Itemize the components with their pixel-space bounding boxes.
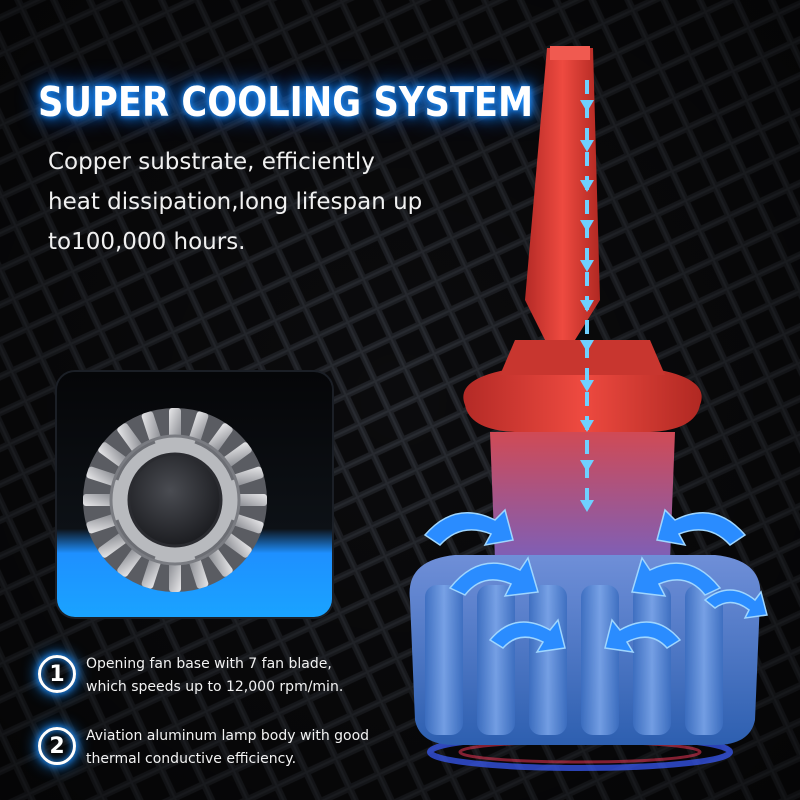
feature-text-line: thermal conductive efficiency. (86, 751, 297, 767)
description-line: heat dissipation,long lifespan up (48, 189, 423, 215)
fan-base-closeup-icon (83, 408, 267, 592)
bulb-flange (463, 370, 702, 432)
feature-text-line: Opening fan base with 7 fan blade, (86, 656, 332, 672)
feature-text-line: which speeds up to 12,000 rpm/min. (86, 679, 344, 695)
feature-lamp-body: 2 Aviation aluminum lamp body with good … (38, 725, 418, 785)
connector-tab (525, 48, 600, 340)
feature-text: Opening fan base with 7 fan blade, which… (86, 653, 426, 699)
airflow-arrow-icon (423, 508, 768, 653)
feature-text-line: Aviation aluminum lamp body with good (86, 728, 370, 744)
feature-number-badge: 1 (38, 655, 76, 693)
led-bulb-icon (409, 46, 768, 771)
bulb-neck (490, 432, 675, 560)
feature-fan-base: 1 Opening fan base with 7 fan blade, whi… (38, 653, 418, 713)
page-title: SUPER COOLING SYSTEM (38, 78, 534, 126)
description-line: Copper substrate, efficiently (48, 149, 375, 175)
description-line: to100,000 hours. (48, 229, 246, 255)
description: Copper substrate, efficiently heat dissi… (48, 142, 468, 262)
feature-text: Aviation aluminum lamp body with good th… (86, 725, 426, 771)
fan-base-closeup-panel (57, 372, 332, 617)
feature-number-badge: 2 (38, 727, 76, 765)
